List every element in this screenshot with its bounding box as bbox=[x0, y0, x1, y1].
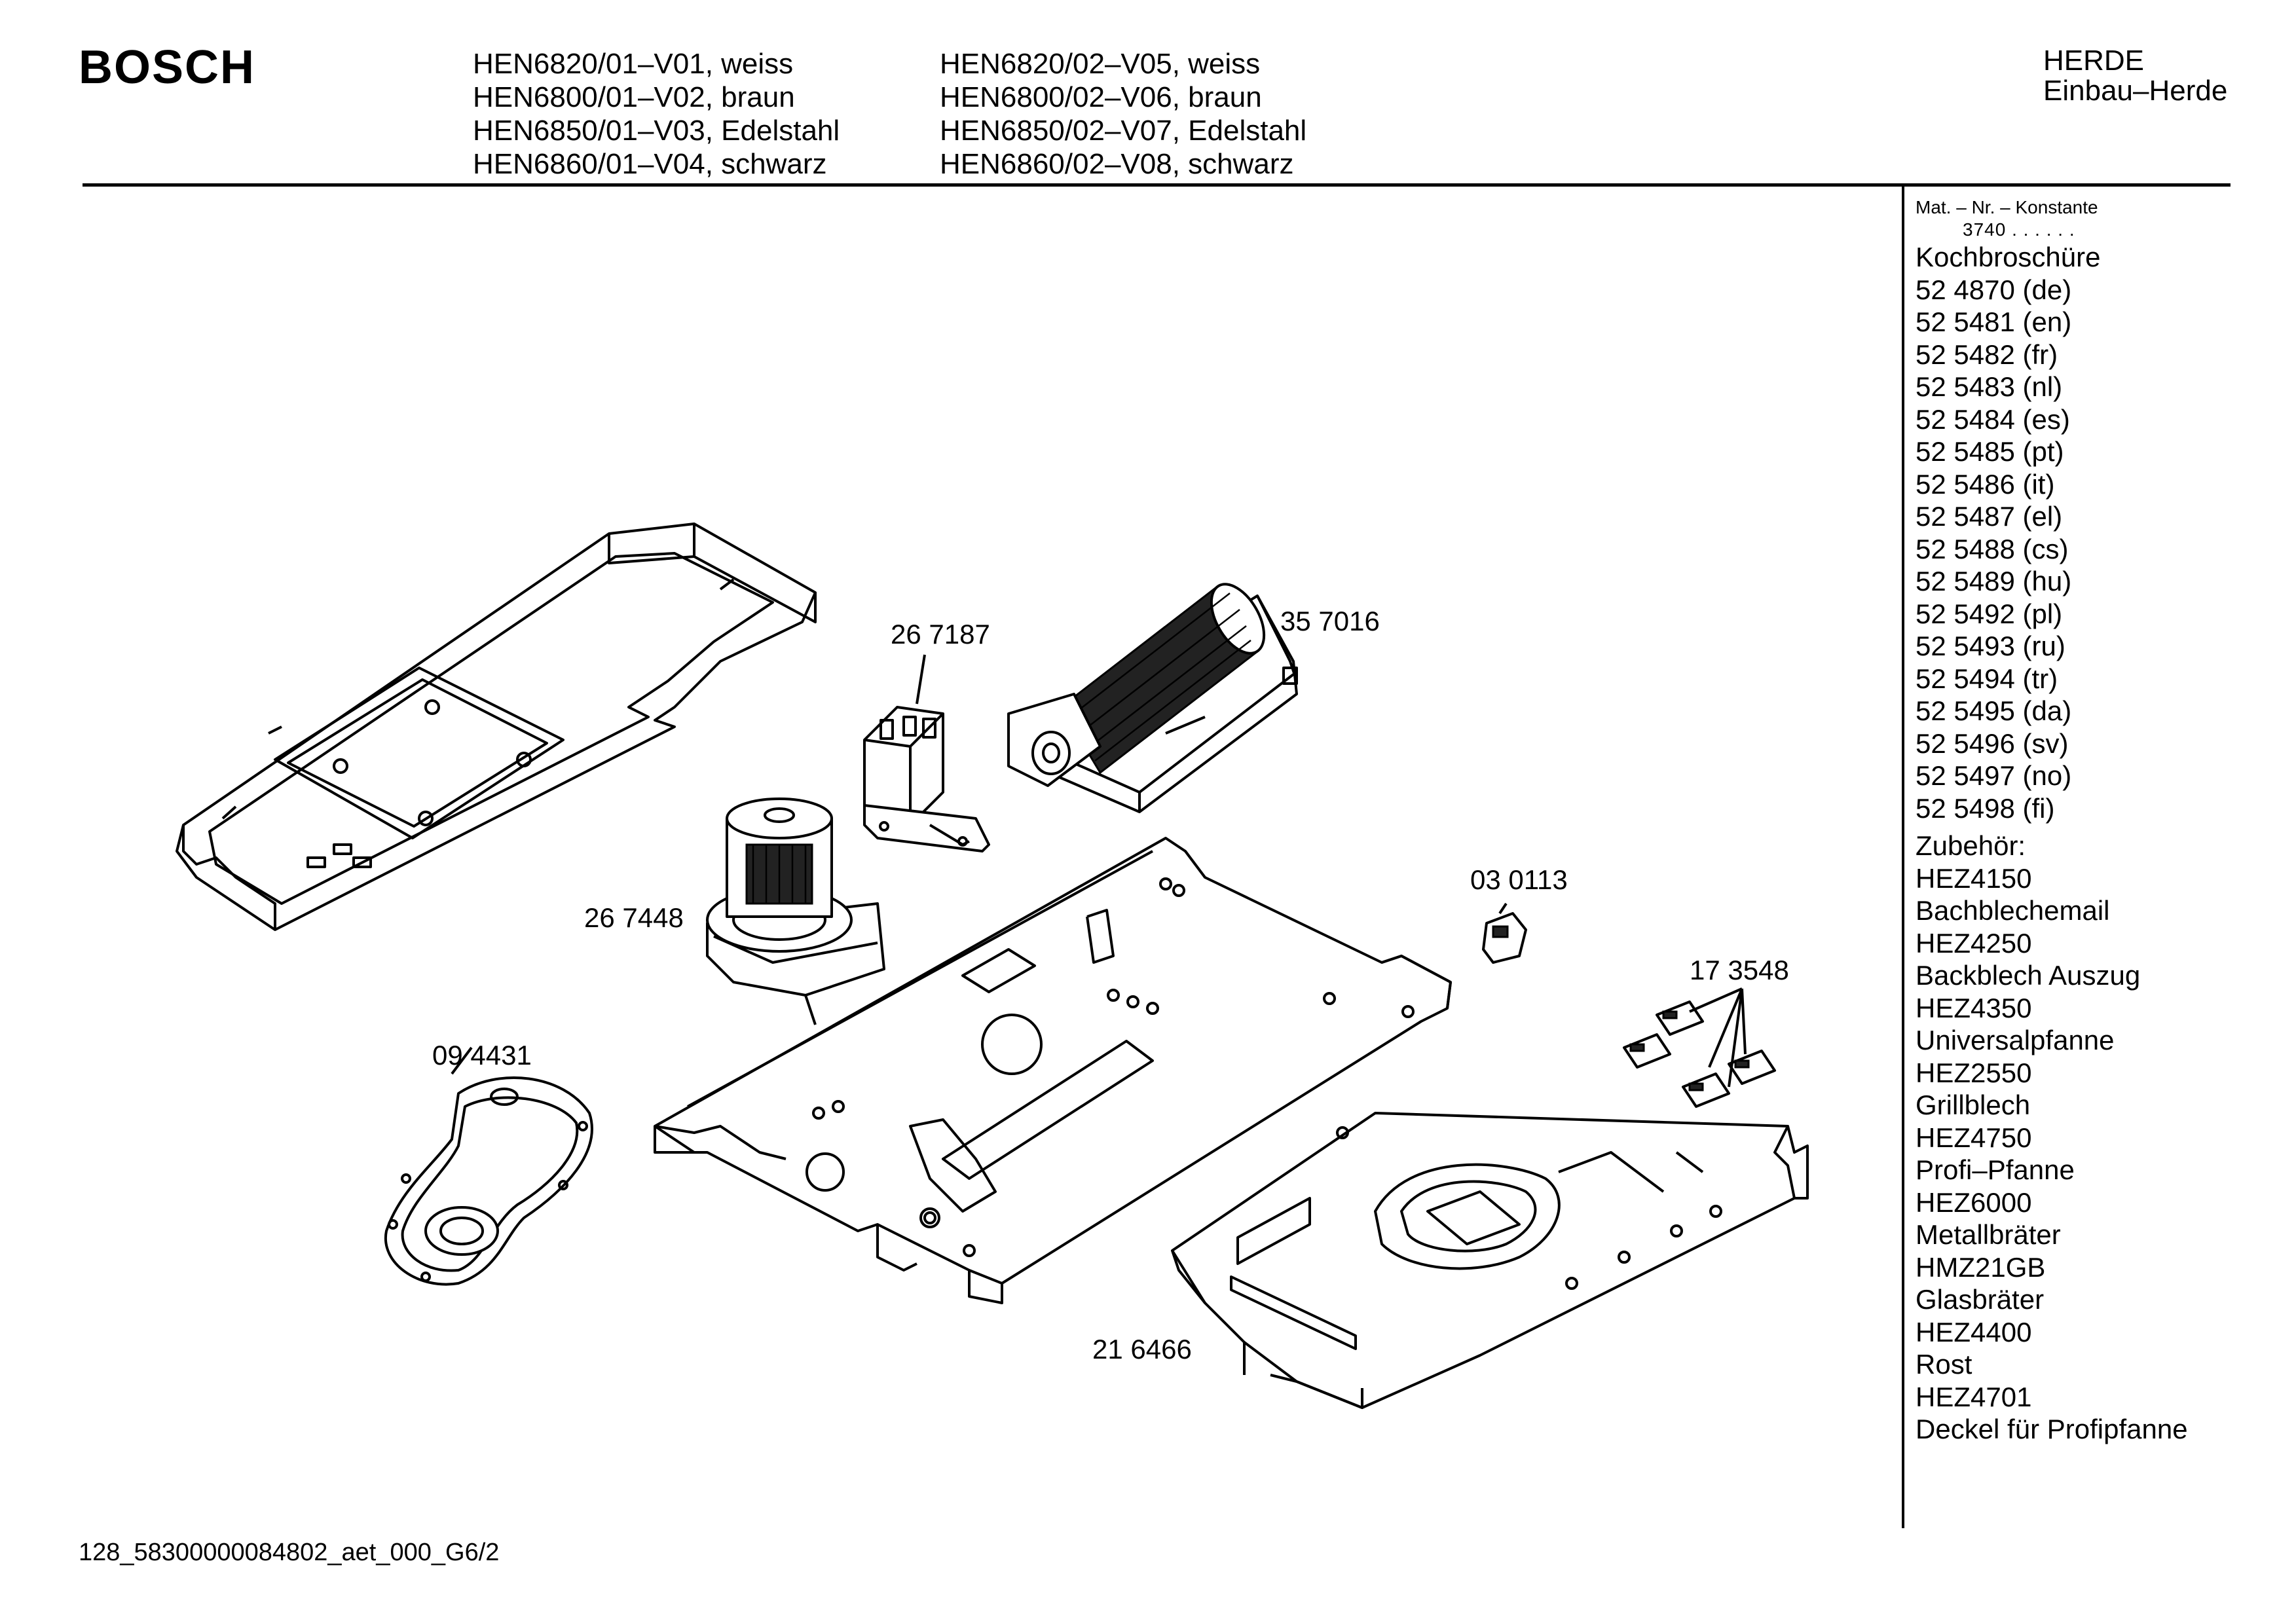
list-item: HEZ2550 bbox=[1916, 1057, 2032, 1088]
list-item: Grillblech bbox=[1916, 1090, 2031, 1120]
fan-motor-drawing bbox=[706, 797, 885, 1025]
list-item: HEZ4701 bbox=[1916, 1381, 2032, 1412]
list-item: 52 4870 (de) bbox=[1916, 274, 2072, 305]
list-item: Universalpfanne bbox=[1916, 1025, 2115, 1055]
product-category: HERDE Einbau–Herde bbox=[2043, 46, 2227, 106]
category-title: HERDE bbox=[2043, 45, 2145, 77]
category-subtitle: Einbau–Herde bbox=[2043, 75, 2228, 107]
model-list-secondary: HEN6820/02–V05, weiss HEN6800/02–V06, br… bbox=[940, 47, 1306, 181]
part-number-label: 21 6466 bbox=[1092, 1334, 1192, 1365]
list-item: 52 5497 (no) bbox=[1916, 760, 2072, 791]
manual-title: Kochbroschüre bbox=[1916, 242, 2101, 272]
list-item: Rost bbox=[1916, 1349, 1972, 1380]
list-item: 52 5482 (fr) bbox=[1916, 339, 2058, 370]
list-item: Glasbräter bbox=[1916, 1284, 2045, 1315]
manual-list: 52 4870 (de) 52 5481 (en) 52 5482 (fr) 5… bbox=[1916, 274, 2188, 825]
header-divider bbox=[83, 183, 2231, 187]
list-item: HEZ6000 bbox=[1916, 1186, 2032, 1218]
connector-set-drawing bbox=[1623, 987, 1776, 1108]
model-line: HEN6860/02–V08, schwarz bbox=[940, 148, 1294, 180]
model-line: HEN6850/01–V03, Edelstahl bbox=[473, 115, 840, 147]
accessories-list: HEZ4150 Bachblechemail HEZ4250 Backblech… bbox=[1916, 862, 2188, 1446]
brand-logo: BOSCH bbox=[79, 41, 256, 94]
list-item: Profi–Pfanne bbox=[1916, 1154, 2075, 1185]
sidebar: Mat. – Nr. – Konstante 3740 . . . . . . … bbox=[1916, 196, 2188, 1446]
list-item: HEZ4750 bbox=[1916, 1122, 2032, 1153]
model-line: HEN6820/01–V01, weiss bbox=[473, 48, 794, 80]
list-item: Metallbräter bbox=[1916, 1219, 2061, 1250]
list-item: Bachblechemail bbox=[1916, 895, 2110, 926]
fan-cover-drawing bbox=[384, 1046, 593, 1286]
list-item: 52 5483 (nl) bbox=[1916, 371, 2063, 402]
bottom-plate-drawing bbox=[1171, 1112, 1809, 1409]
list-item: HEZ4400 bbox=[1916, 1316, 2032, 1347]
model-list-primary: HEN6820/01–V01, weiss HEN6800/01–V02, br… bbox=[473, 47, 840, 181]
mat-number-value: 3740 . . . . . . bbox=[1963, 219, 2075, 240]
part-number-label: 09 4431 bbox=[432, 1040, 532, 1071]
part-number-label: 26 7187 bbox=[891, 619, 990, 650]
tangential-fan-drawing bbox=[1007, 583, 1298, 813]
list-item: HEZ4350 bbox=[1916, 992, 2032, 1023]
list-item: 52 5494 (tr) bbox=[1916, 663, 2058, 694]
list-item: 52 5489 (hu) bbox=[1916, 566, 2072, 596]
list-item: 52 5496 (sv) bbox=[1916, 727, 2069, 759]
list-item: 52 5495 (da) bbox=[1916, 695, 2072, 726]
list-item: 52 5487 (el) bbox=[1916, 501, 2063, 532]
list-item: 52 5486 (it) bbox=[1916, 468, 2055, 500]
list-item: 52 5492 (pl) bbox=[1916, 598, 2063, 629]
list-item: 52 5484 (es) bbox=[1916, 403, 2070, 435]
part-number-label: 17 3548 bbox=[1690, 955, 1789, 985]
model-line: HEN6820/02–V05, weiss bbox=[940, 48, 1261, 80]
model-line: HEN6860/01–V04, schwarz bbox=[473, 148, 827, 180]
model-line: HEN6850/02–V07, Edelstahl bbox=[940, 115, 1307, 147]
accessories-title: Zubehör: bbox=[1916, 830, 2026, 861]
transformer-drawing bbox=[863, 654, 990, 852]
part-number-label: 26 7448 bbox=[584, 902, 684, 933]
model-line: HEN6800/01–V02, braun bbox=[473, 81, 795, 113]
list-item: 52 5485 (pt) bbox=[1916, 436, 2064, 467]
list-item: Backblech Auszug bbox=[1916, 960, 2141, 991]
list-item: 52 5488 (cs) bbox=[1916, 533, 2069, 564]
list-item: 52 5493 (ru) bbox=[1916, 631, 2065, 661]
model-line: HEN6800/02–V06, braun bbox=[940, 81, 1262, 113]
list-item: 52 5498 (fi) bbox=[1916, 792, 2055, 824]
mat-number-label: Mat. – Nr. – Konstante bbox=[1916, 197, 2098, 217]
list-item: HMZ21GB bbox=[1916, 1251, 2046, 1283]
thermostat-drawing bbox=[1482, 902, 1527, 964]
part-number-label: 35 7016 bbox=[1280, 606, 1380, 636]
drawing-code: 128_58300000084802_aet_000_G6/2 bbox=[79, 1539, 500, 1566]
list-item: Deckel für Profipfanne bbox=[1916, 1414, 2188, 1444]
frame-plate-drawing bbox=[176, 522, 817, 931]
list-item: 52 5481 (en) bbox=[1916, 306, 2072, 337]
base-plate-drawing bbox=[654, 837, 1452, 1304]
fan-roller-drawing bbox=[1060, 583, 1266, 775]
list-item: HEZ4250 bbox=[1916, 927, 2032, 959]
part-number-label: 03 0113 bbox=[1470, 864, 1568, 895]
sidebar-divider bbox=[1902, 185, 1904, 1528]
list-item: HEZ4150 bbox=[1916, 862, 2032, 894]
